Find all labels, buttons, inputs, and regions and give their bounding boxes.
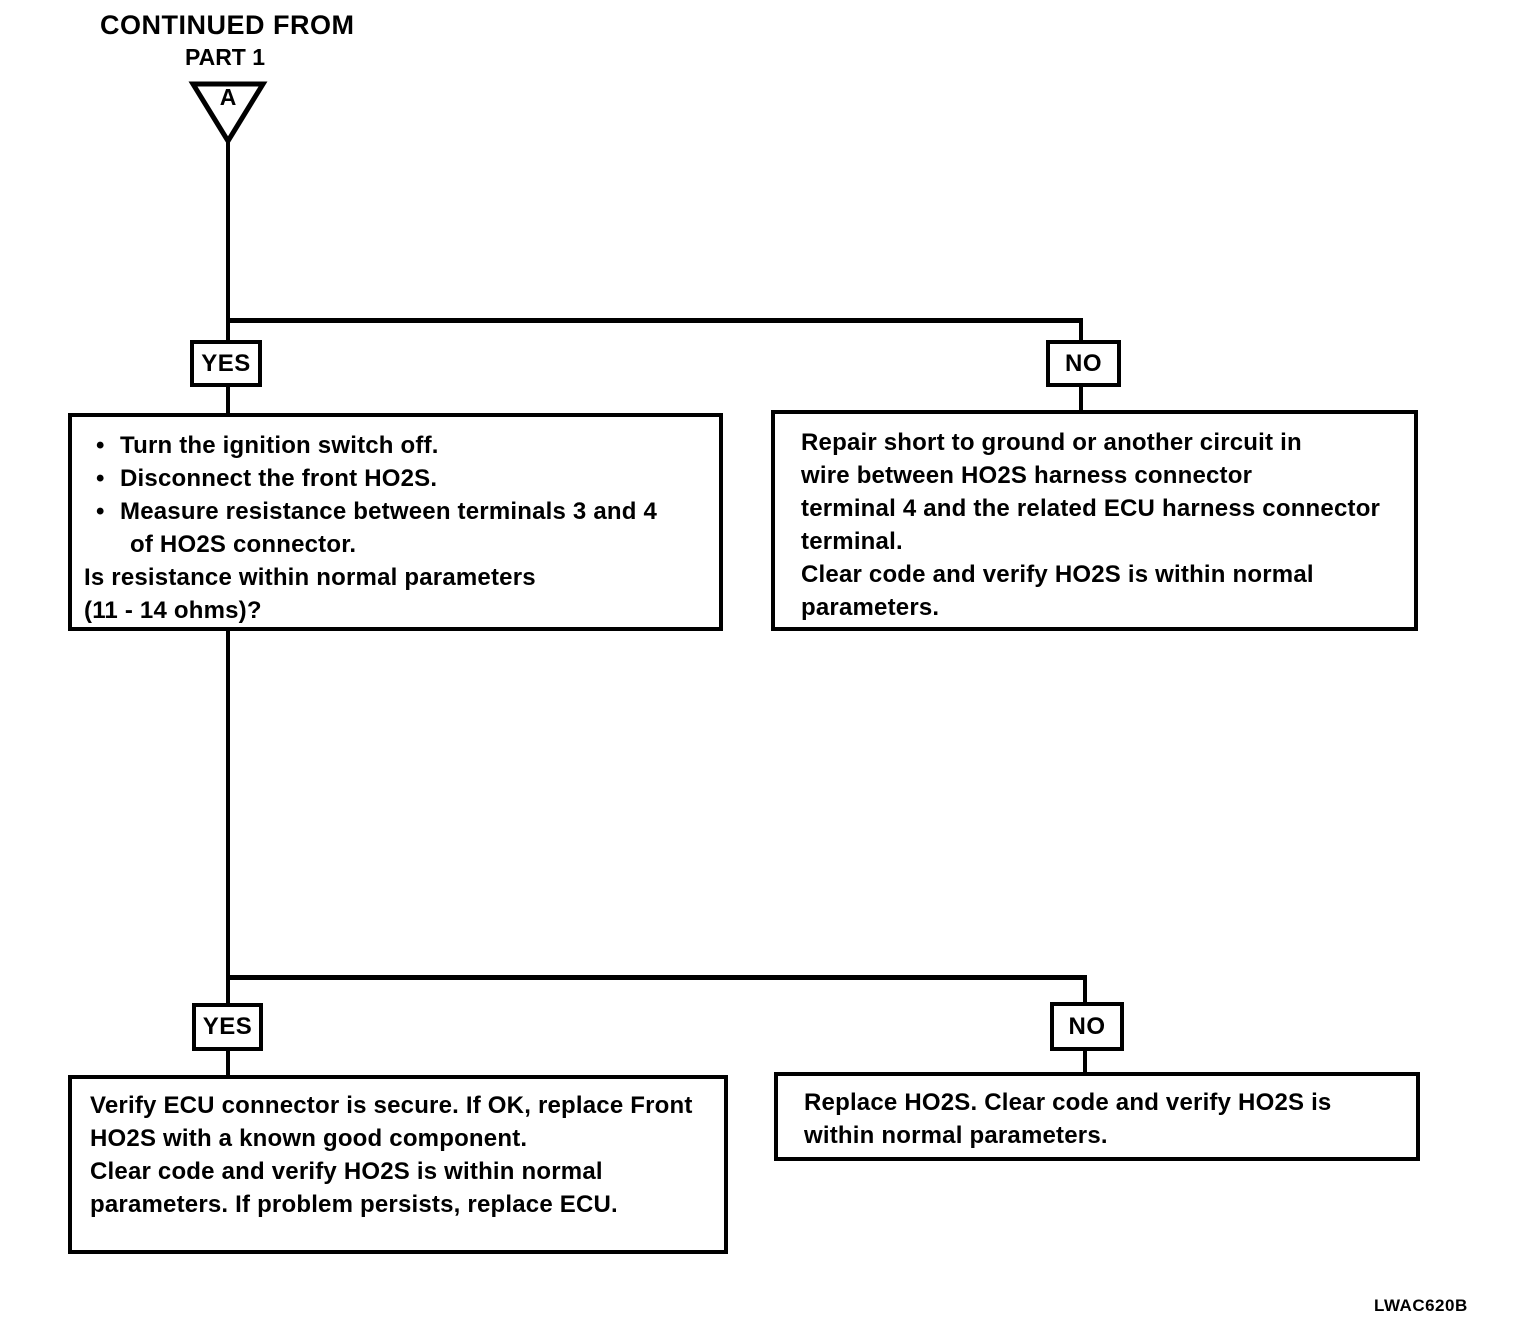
- step-text: Measure resistance between terminals 3 a…: [120, 498, 658, 525]
- page-title: CONTINUED FROM: [100, 10, 355, 40]
- step-line: terminal 4 and the related ECU harness c…: [801, 495, 1381, 522]
- step-line: parameters. If problem persists, replace…: [90, 1191, 618, 1218]
- step-line: within normal parameters.: [804, 1122, 1108, 1149]
- step-box-verify-ecu: Verify ECU connector is secure. If OK, r…: [68, 1075, 728, 1254]
- step-box-resistance-check: • Turn the ignition switch off. • Discon…: [68, 413, 723, 631]
- step-line: Verify ECU connector is secure. If OK, r…: [90, 1092, 693, 1119]
- step-line: Clear code and verify HO2S is within nor…: [90, 1158, 603, 1185]
- step-line: of HO2S connector.: [130, 531, 357, 558]
- connector-line-branch2-horizontal: [226, 975, 1087, 980]
- step-line: • Disconnect the front HO2S.: [82, 462, 713, 495]
- decision-no-1-text: NO: [1065, 349, 1102, 377]
- page-subtitle: PART 1: [184, 44, 266, 70]
- step-line: wire between HO2S harness connector: [801, 462, 1253, 489]
- connector-line-yes2-stub-bottom: [226, 1049, 230, 1077]
- bullet-icon: •: [96, 465, 105, 492]
- connector-line-no1-stub-bottom: [1079, 385, 1083, 412]
- connector-line-no1-stub-top: [1079, 321, 1083, 343]
- bullet-icon: •: [96, 432, 105, 459]
- decision-label-no-1: NO: [1046, 340, 1121, 387]
- step-box-repair-short: Repair short to ground or another circui…: [771, 410, 1418, 631]
- decision-yes-1-text: YES: [201, 349, 251, 377]
- step-line: • Turn the ignition switch off.: [82, 429, 713, 462]
- step-text: Turn the ignition switch off.: [120, 432, 439, 459]
- step-line: Replace HO2S. Clear code and verify HO2S…: [804, 1089, 1332, 1116]
- step-line: • Measure resistance between terminals 3…: [82, 495, 713, 528]
- connector-line-vertical-middle: [226, 629, 230, 1005]
- connector-line-yes1-stub-bottom: [226, 385, 230, 415]
- step-box-replace-ho2s: Replace HO2S. Clear code and verify HO2S…: [774, 1072, 1420, 1161]
- bullet-icon: •: [96, 498, 105, 525]
- step-line: (11 - 14 ohms)?: [84, 597, 262, 624]
- figure-code: LWAC620B: [1374, 1296, 1468, 1315]
- connector-a-label: A: [219, 84, 237, 110]
- step-line: Repair short to ground or another circui…: [801, 429, 1302, 456]
- step-line: Is resistance within normal parameters: [84, 564, 536, 591]
- connector-line-no2-stub-bottom: [1083, 1049, 1087, 1074]
- decision-label-yes-1: YES: [190, 340, 262, 387]
- decision-yes-2-text: YES: [202, 1013, 253, 1040]
- step-line: Clear code and verify HO2S is within nor…: [801, 561, 1314, 588]
- step-text: Disconnect the front HO2S.: [120, 465, 438, 492]
- step-line: parameters.: [801, 594, 940, 621]
- connector-line-no2-stub-top: [1083, 978, 1087, 1004]
- connector-line-branch1-horizontal: [226, 318, 1083, 323]
- decision-label-no-2: NO: [1050, 1002, 1124, 1051]
- connector-line-vertical-top: [226, 138, 230, 344]
- step-line: HO2S with a known good component.: [90, 1125, 528, 1152]
- step-line: terminal.: [801, 528, 903, 555]
- off-page-connector-icon: [187, 78, 269, 146]
- decision-label-yes-2: YES: [192, 1003, 263, 1051]
- decision-no-2-text: NO: [1068, 1012, 1106, 1040]
